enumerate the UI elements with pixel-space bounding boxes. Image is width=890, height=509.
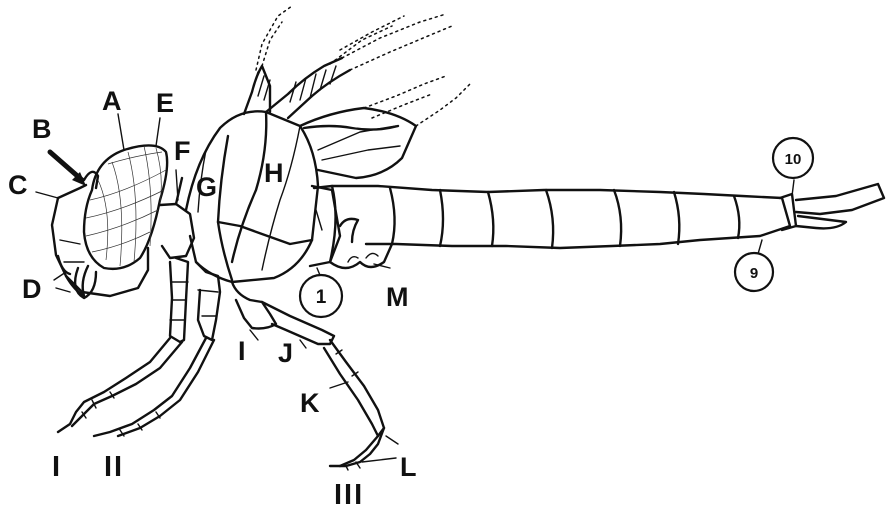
label-leg-i: I (52, 451, 62, 483)
label-m: M (386, 282, 409, 312)
label-b-arrow (50, 152, 86, 186)
label-e: E (156, 88, 174, 118)
label-j: J (278, 338, 293, 368)
label-b: B (32, 114, 52, 144)
abdomen (314, 186, 796, 268)
label-leg-iii: III (334, 479, 364, 509)
label-a: A (102, 86, 122, 116)
caudal-appendages (796, 184, 884, 228)
label-k: K (300, 388, 320, 418)
leg-mid (94, 262, 220, 436)
segment-marker-1: 1 (300, 275, 342, 317)
segment-marker-10: 10 (773, 138, 813, 178)
leader-lines (36, 114, 794, 462)
segment-label-10: 10 (785, 151, 802, 168)
label-d: D (22, 274, 42, 304)
wing-pads (244, 6, 470, 178)
segment-marker-9: 9 (735, 253, 773, 291)
label-i: I (238, 336, 246, 366)
compound-eye (84, 145, 167, 268)
label-h: H (264, 158, 284, 188)
head (52, 172, 148, 298)
label-f: F (174, 136, 191, 166)
label-c: C (8, 170, 28, 200)
label-leg-ii: II (104, 451, 124, 483)
label-l: L (400, 452, 417, 482)
label-g: G (196, 172, 217, 202)
leg-fore (58, 258, 188, 432)
segment-label-1: 1 (316, 287, 327, 308)
segment-label-9: 9 (750, 265, 758, 282)
